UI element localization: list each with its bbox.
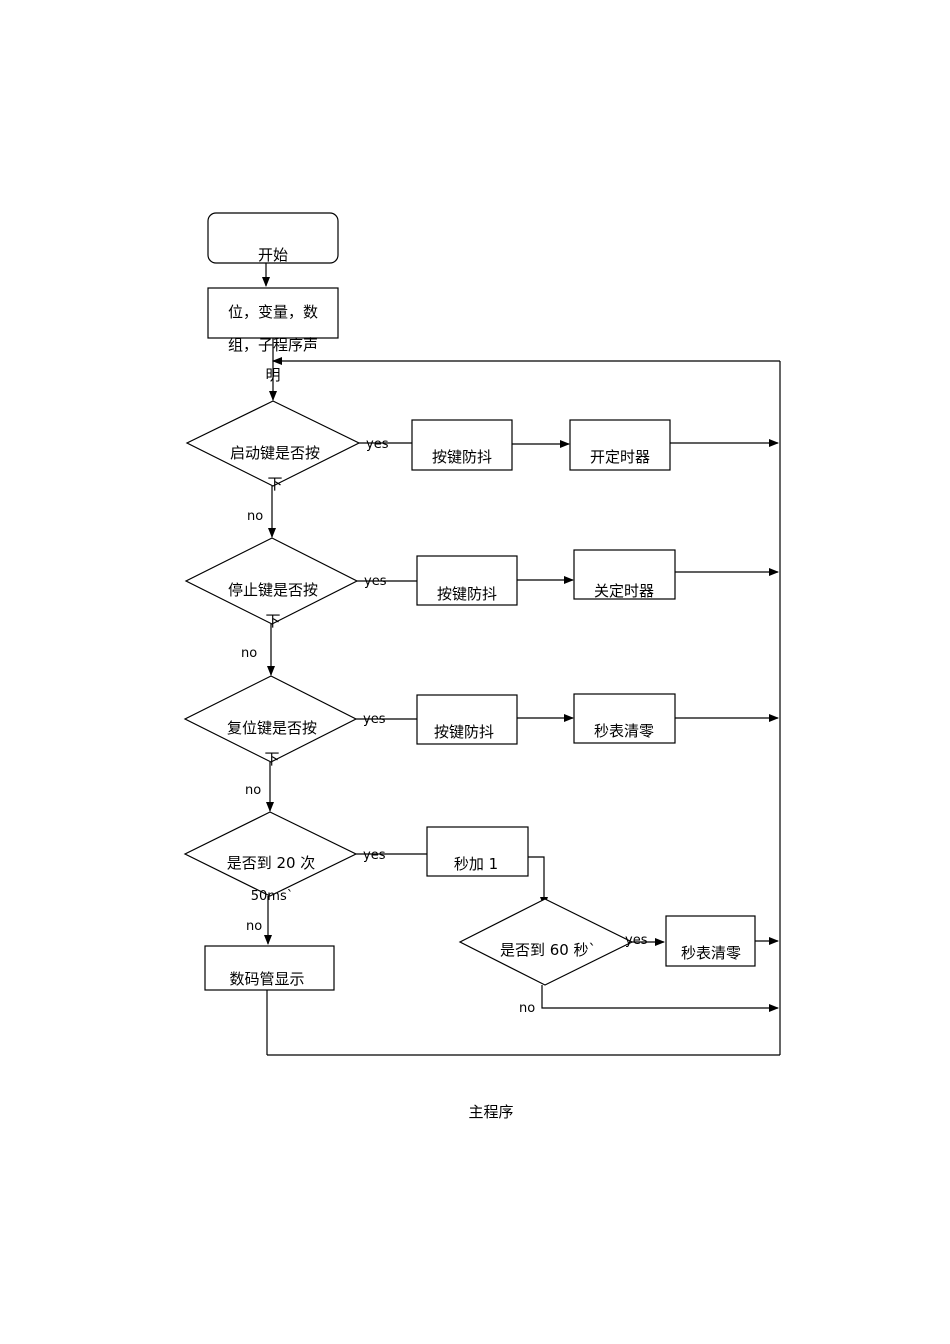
yes-label-3: yes <box>363 712 386 727</box>
declare-label-line2: 组，子程序声 <box>228 336 318 354</box>
start-terminal: 开始 <box>207 212 339 264</box>
clear-label-1: 秒表清零 <box>594 722 654 740</box>
sec60-label: 是否到 60 秒` <box>500 941 596 959</box>
edge-secplus-sec60 <box>528 856 548 907</box>
sec-plus-label: 秒加 1 <box>454 855 498 873</box>
yes-label-1: yes <box>366 437 389 452</box>
decision-start-key: 启动键是否按 下 <box>185 400 361 493</box>
declare-process: 位，变量，数 组，子程序声 明 <box>207 287 339 384</box>
yes-label-5: yes <box>625 933 648 948</box>
debounce-label-3: 按键防抖 <box>434 723 494 741</box>
decision-stop-key: 停止键是否按 下 <box>184 537 359 630</box>
no-label-5: no <box>519 1001 535 1016</box>
debounce-label-2: 按键防抖 <box>437 585 497 603</box>
stop-key-label-line1: 停止键是否按 <box>228 581 318 599</box>
connectors <box>262 263 781 1056</box>
diagram-caption: 主程序 <box>468 1103 513 1121</box>
display-label: 数码管显示 <box>229 970 304 988</box>
no-label-1: no <box>247 509 263 524</box>
yes-label-2: yes <box>364 574 387 589</box>
declare-label-line1: 位，变量，数 <box>228 303 318 321</box>
declare-label-line3: 明 <box>265 366 280 384</box>
no-label-2: no <box>241 646 257 661</box>
decision-sec-60: 是否到 60 秒` <box>458 898 634 986</box>
decision-count-20: 是否到 20 次 50ms` <box>183 811 358 904</box>
timer-off-box: 关定时器 <box>573 549 676 600</box>
yes-label-4: yes <box>363 848 386 863</box>
edge-sec60-no <box>541 985 779 1012</box>
reset-key-label-line1: 复位键是否按 <box>227 719 317 737</box>
reset-key-label-line2: 下 <box>264 750 279 768</box>
timer-on-label: 开定时器 <box>590 448 650 466</box>
no-label-3: no <box>245 783 261 798</box>
no-label-4: no <box>246 919 262 934</box>
sec-plus-box: 秒加 1 <box>426 826 529 877</box>
stop-key-label-line2: 下 <box>265 612 280 630</box>
debounce-box-2: 按键防抖 <box>416 555 518 606</box>
display-box: 数码管显示 <box>204 945 335 991</box>
edge-labels: yes no yes no yes no yes no yes no <box>241 437 648 1016</box>
count20-label-line1: 是否到 20 次 <box>227 854 316 872</box>
decision-reset-key: 复位键是否按 下 <box>183 675 358 768</box>
clear-box-1: 秒表清零 <box>573 693 676 744</box>
debounce-label-1: 按键防抖 <box>432 448 492 466</box>
timer-on-box: 开定时器 <box>569 419 671 471</box>
clear-box-2: 秒表清零 <box>665 915 756 967</box>
timer-off-label: 关定时器 <box>594 582 654 600</box>
start-key-label-line1: 启动键是否按 <box>230 444 320 462</box>
clear-label-2: 秒表清零 <box>681 944 741 962</box>
start-key-label-line2: 下 <box>267 475 282 493</box>
debounce-box-3: 按键防抖 <box>416 694 518 745</box>
debounce-box-1: 按键防抖 <box>411 419 513 471</box>
count20-label-line2: 50ms` <box>251 889 293 904</box>
start-label: 开始 <box>258 246 288 264</box>
